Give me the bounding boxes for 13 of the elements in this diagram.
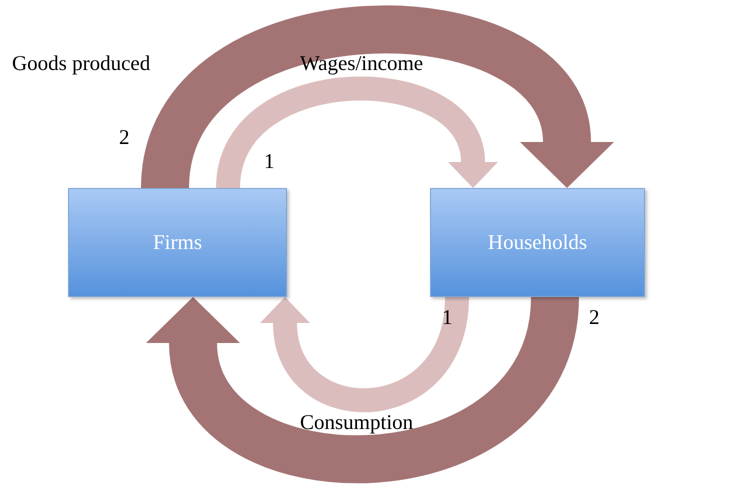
flow-label: 1 [442, 307, 452, 328]
sector-label: Households [488, 228, 588, 256]
flow-arrow [260, 296, 469, 412]
sector-box [68, 188, 287, 297]
flow-label: 1 [264, 151, 274, 172]
flow-label: 2 [119, 127, 130, 148]
flow-arrow [216, 76, 498, 190]
flow-label: Wages/income [300, 53, 424, 74]
flow-label: Consumption [300, 412, 414, 433]
flow-label: 2 [589, 307, 600, 328]
sector-label: Firms [152, 228, 202, 256]
sector-box [430, 188, 645, 297]
flow-label: Goods produced [12, 53, 150, 74]
